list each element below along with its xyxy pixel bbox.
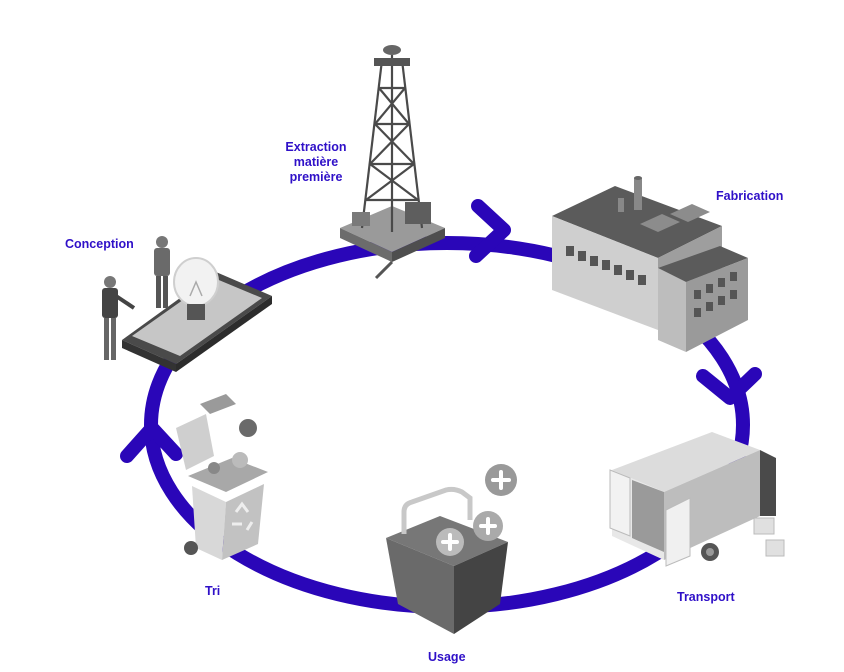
shopping-basket-icon (386, 464, 517, 634)
stage-label-transport: Transport (677, 590, 735, 604)
factory-icon (552, 176, 748, 352)
stage-label-tri: Tri (205, 584, 221, 598)
stage-label-usage: Usage (428, 650, 466, 664)
stage-label-extraction: Extraction matière première (285, 140, 347, 184)
truck-icon (609, 432, 785, 567)
person-icon (102, 276, 136, 360)
recycling-bin-icon (176, 394, 268, 560)
oil-derrick-icon (340, 45, 445, 280)
lightbulb-tablet-icon (122, 257, 272, 372)
stage-label-fabrication: Fabrication (716, 189, 784, 203)
arrow-right-icon (696, 367, 762, 405)
arrow-left-icon (120, 421, 183, 463)
person-icon (154, 236, 170, 308)
arrow-top-icon (469, 199, 511, 263)
stage-label-conception: Conception (65, 237, 134, 251)
